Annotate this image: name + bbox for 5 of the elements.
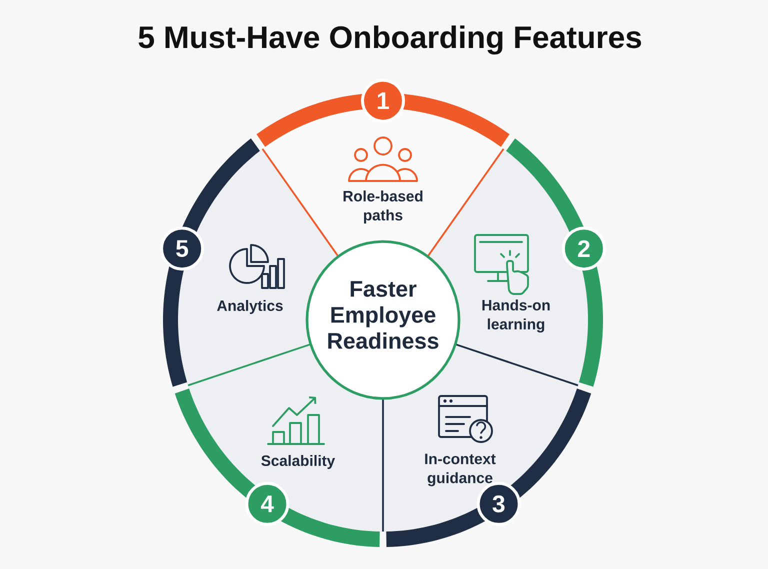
number-badge: 5 xyxy=(160,226,204,271)
title: 5 Must-Have Onboarding Features xyxy=(138,25,642,55)
number-badge: 2 xyxy=(562,226,606,271)
number-badge: 4 xyxy=(245,482,290,526)
number-badge: 1 xyxy=(361,78,405,123)
